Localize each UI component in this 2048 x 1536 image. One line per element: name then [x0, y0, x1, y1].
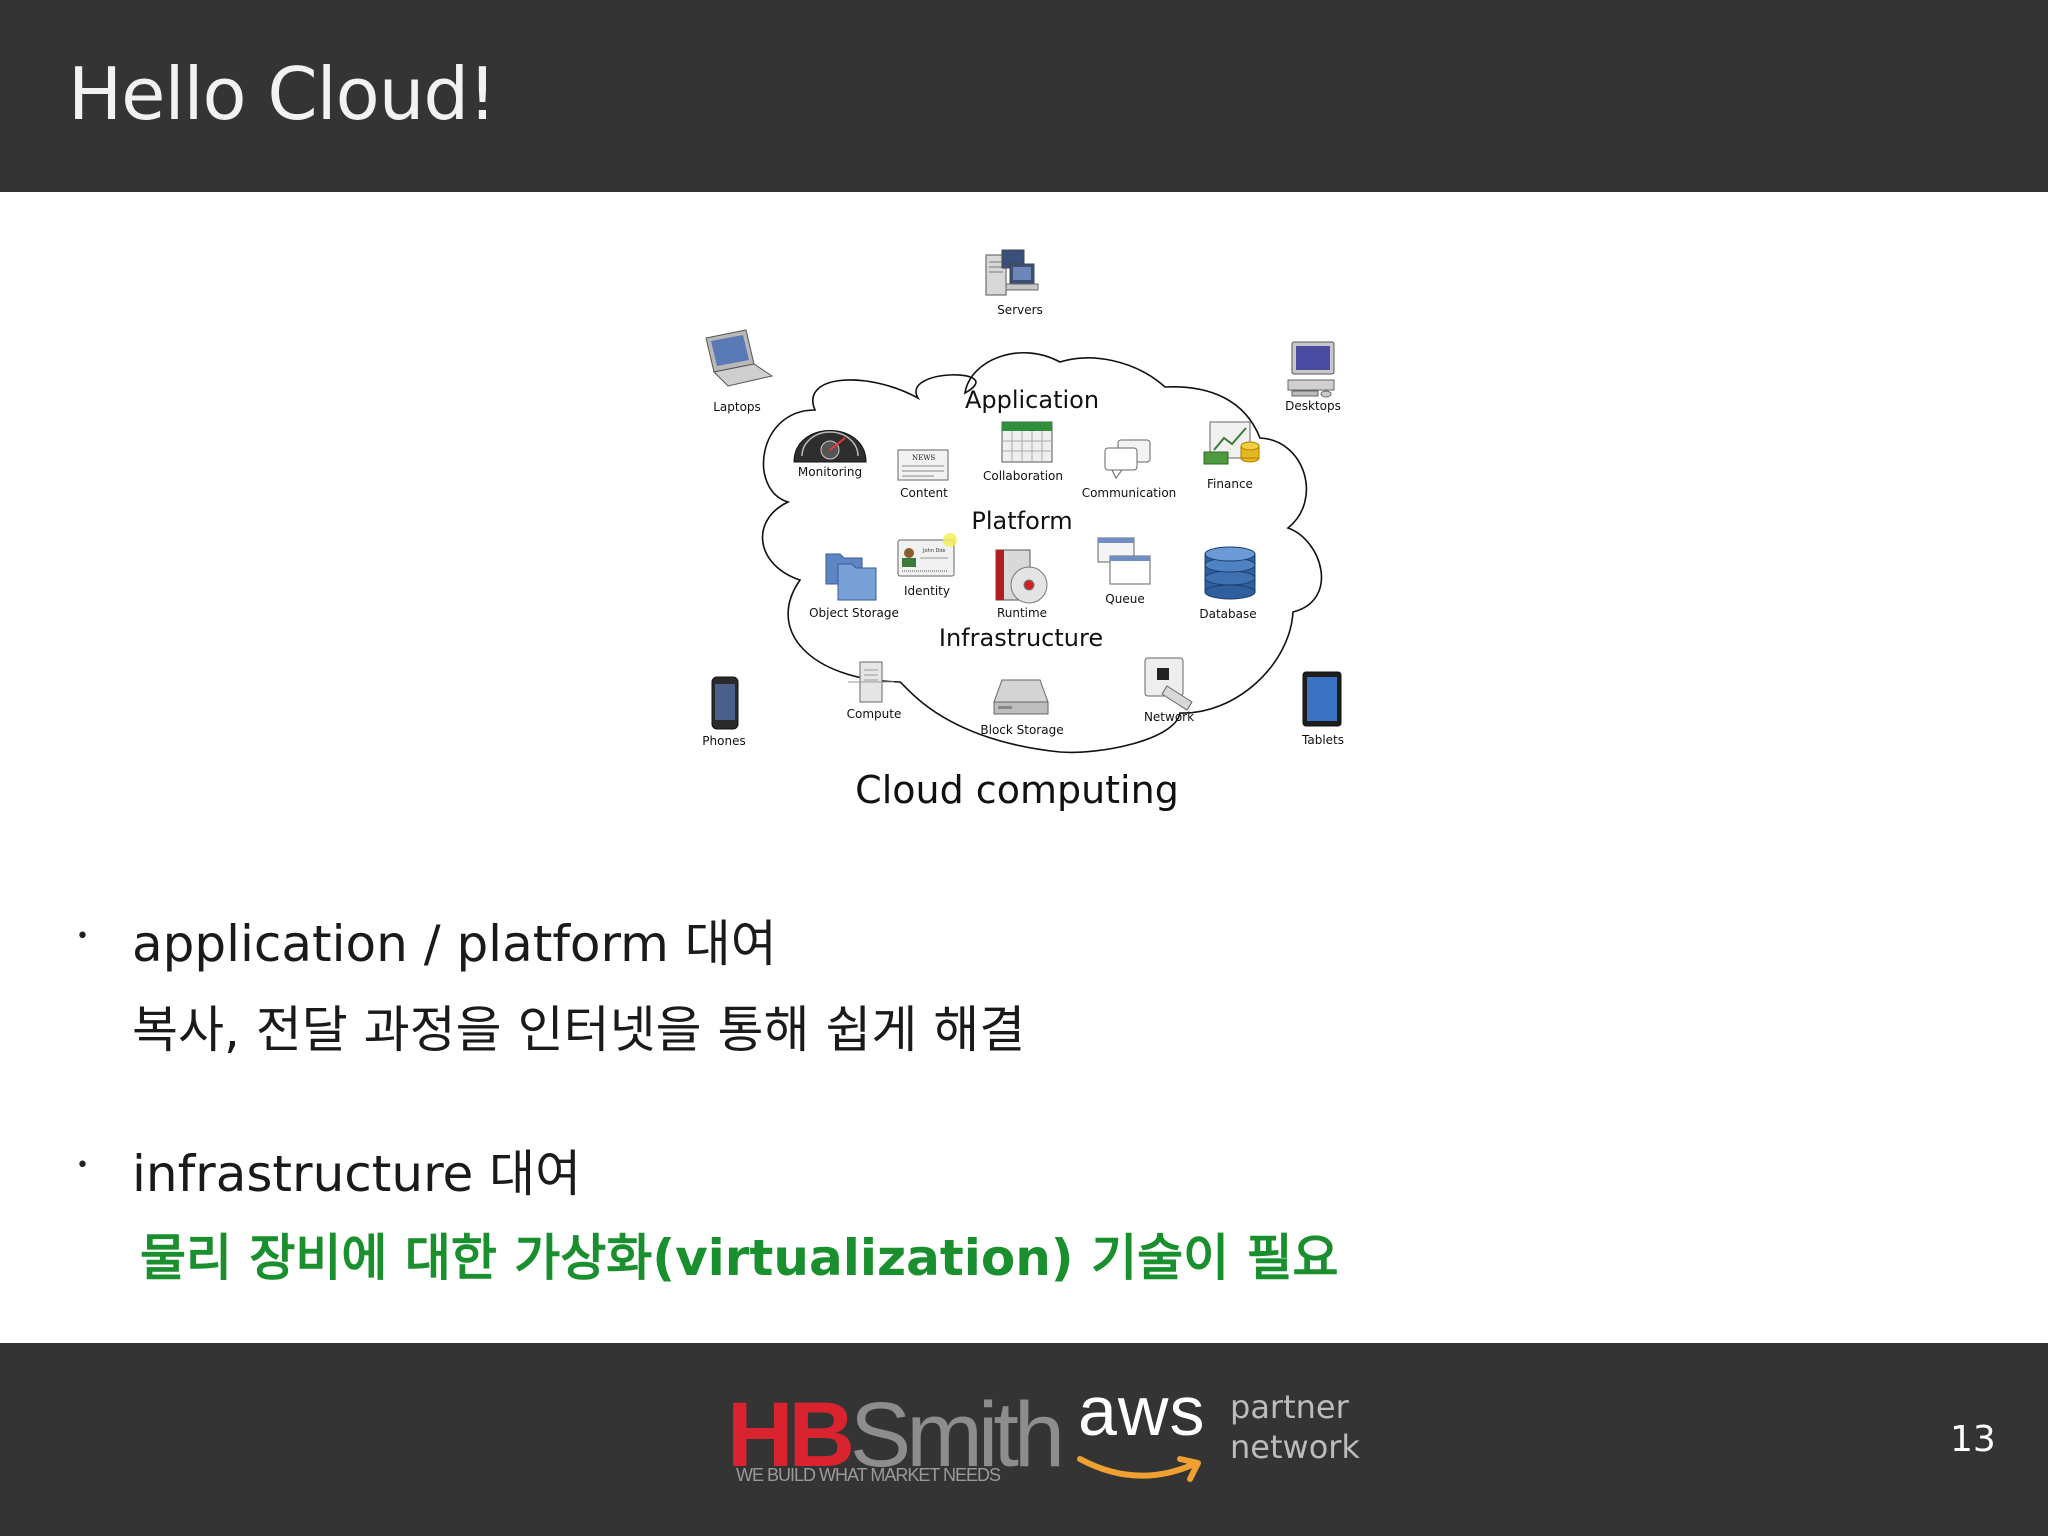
- chat-icon: [1104, 439, 1151, 479]
- calendar-icon: [1001, 421, 1053, 463]
- desktops-label: Desktops: [1285, 399, 1341, 413]
- block-storage-icon: [993, 679, 1049, 715]
- object-storage-label: Object Storage: [809, 606, 899, 620]
- svg-text:John Doe: John Doe: [922, 548, 945, 554]
- bullet-marker-1: •: [76, 924, 89, 949]
- slide-footer: HBSmith WE BUILD WHAT MARKET NEEDS aws p…: [0, 1343, 2048, 1536]
- hbsmith-logo-smith: Smith: [849, 1384, 1065, 1486]
- servers-label: Servers: [997, 303, 1043, 317]
- compute-label: Compute: [847, 707, 902, 721]
- bullet-item-1-subtext: 복사, 전달 과정을 인터넷을 통해 쉽게 해결: [132, 1001, 1026, 1059]
- page-number: 13: [1950, 1419, 1996, 1460]
- database-icon: [1204, 546, 1256, 600]
- finance-label: Finance: [1207, 477, 1253, 491]
- hbsmith-logo-hb: HB: [727, 1384, 855, 1486]
- identity-label: Identity: [904, 584, 950, 598]
- newspaper-icon: NEWS: [897, 449, 949, 481]
- monitoring-icon: [793, 430, 867, 463]
- cloud-computing-diagram: Application Platform Infrastructure Clou…: [680, 240, 1360, 840]
- network-icon: [1144, 657, 1193, 711]
- aws-smile-icon: [1077, 1456, 1201, 1482]
- database-label: Database: [1199, 607, 1256, 621]
- block-storage-label: Block Storage: [980, 723, 1063, 737]
- tablet-icon: [1302, 671, 1342, 727]
- phone-icon: [711, 676, 739, 730]
- runtime-icon: [995, 549, 1048, 604]
- tablets-label: Tablets: [1301, 733, 1344, 747]
- monitoring-label: Monitoring: [798, 465, 862, 479]
- aws-logo-text: aws: [1078, 1372, 1206, 1450]
- bullet-item-2-highlight: 물리 장비에 대한 가상화(virtualization) 기술이 필요: [140, 1229, 1339, 1287]
- queue-icon: [1097, 537, 1151, 585]
- desktop-icon: [1287, 341, 1335, 398]
- bullet-item-2-text: infrastructure 대여: [132, 1145, 582, 1203]
- communication-label: Communication: [1082, 486, 1177, 500]
- svg-text:NEWS: NEWS: [912, 454, 935, 462]
- diagram-caption: Cloud computing: [855, 768, 1179, 812]
- runtime-label: Runtime: [997, 606, 1047, 620]
- servers-icon: [985, 249, 1039, 296]
- network-label: Network: [1144, 710, 1194, 724]
- layer-infrastructure-label: Infrastructure: [939, 624, 1103, 652]
- partner-line-1: partner: [1230, 1388, 1349, 1426]
- partner-line-2: network: [1230, 1428, 1360, 1466]
- id-card-icon: John Doe: [897, 533, 957, 577]
- phones-label: Phones: [702, 734, 745, 748]
- collaboration-label: Collaboration: [983, 469, 1063, 483]
- bullet-marker-2: •: [76, 1153, 89, 1178]
- aws-partner-network-text: partner network: [1230, 1387, 1360, 1467]
- compute-icon: [848, 661, 894, 703]
- layer-platform-label: Platform: [971, 507, 1072, 535]
- slide-header: Hello Cloud!: [0, 0, 2048, 192]
- laptops-label: Laptops: [713, 400, 761, 414]
- queue-label: Queue: [1105, 592, 1144, 606]
- folder-icon: [825, 553, 877, 601]
- laptop-icon: [705, 329, 774, 387]
- finance-icon: [1203, 421, 1260, 465]
- content-label: Content: [900, 486, 948, 500]
- slide-title: Hello Cloud!: [68, 52, 497, 136]
- layer-application-label: Application: [965, 386, 1099, 414]
- hbsmith-logo: HBSmith: [727, 1389, 1065, 1481]
- hbsmith-tagline: WE BUILD WHAT MARKET NEEDS: [736, 1465, 1001, 1485]
- bullet-item-1-text: application / platform 대여: [132, 915, 777, 973]
